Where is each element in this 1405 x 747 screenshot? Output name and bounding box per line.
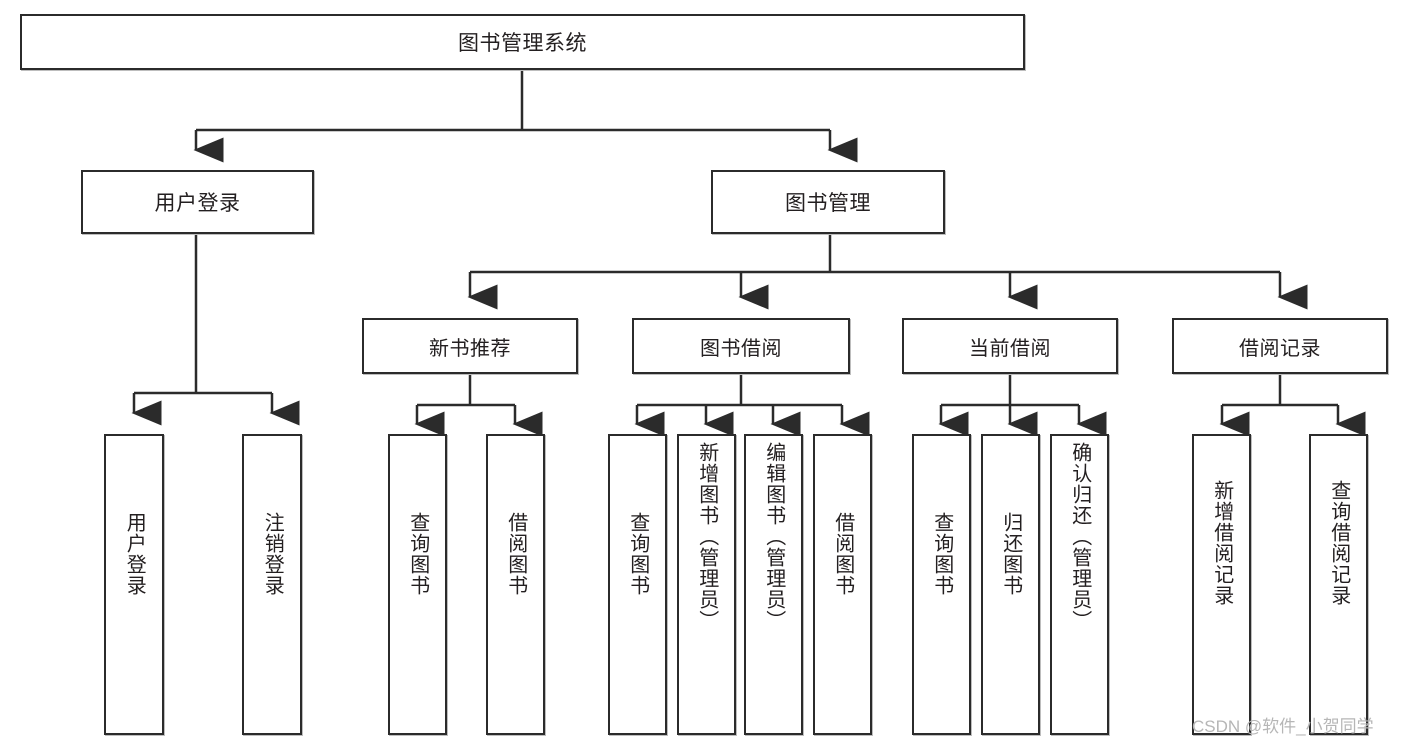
node-label: 查询图书: [406, 512, 429, 596]
node-label: 新增图书（管理员）: [695, 442, 718, 631]
node-label: 当前借阅: [969, 337, 1051, 360]
node-leaf-confirm-return-admin[interactable]: 确认归还（管理员）: [1050, 434, 1109, 735]
node-leaf-borrow-books-borrow[interactable]: 借阅图书: [813, 434, 872, 735]
node-label: 查询图书: [930, 512, 953, 596]
node-label: 借阅记录: [1239, 337, 1321, 360]
node-label: 注销登录: [261, 512, 284, 596]
node-label: 新增借阅记录: [1210, 480, 1233, 606]
node-label: 借阅图书: [831, 512, 854, 596]
node-label: 借阅图书: [504, 512, 527, 596]
node-borrowing-record[interactable]: 借阅记录: [1172, 318, 1388, 374]
node-leaf-borrow-books-newbook[interactable]: 借阅图书: [486, 434, 545, 735]
node-book-borrowing[interactable]: 图书借阅: [632, 318, 850, 374]
node-leaf-logout[interactable]: 注销登录: [242, 434, 302, 735]
node-user-login[interactable]: 用户登录: [81, 170, 314, 234]
node-label: 查询借阅记录: [1327, 480, 1350, 606]
node-leaf-return-books[interactable]: 归还图书: [981, 434, 1040, 735]
node-leaf-query-books-borrow[interactable]: 查询图书: [608, 434, 667, 735]
node-label: 查询图书: [626, 512, 649, 596]
node-label: 确认归还（管理员）: [1068, 442, 1091, 631]
node-leaf-query-books-current[interactable]: 查询图书: [912, 434, 971, 735]
node-label: 编辑图书（管理员）: [762, 442, 785, 631]
node-label: 图书管理: [785, 192, 871, 215]
node-book-management[interactable]: 图书管理: [711, 170, 945, 234]
node-label: 用户登录: [154, 192, 241, 215]
node-leaf-query-books-newbook[interactable]: 查询图书: [388, 434, 447, 735]
node-leaf-add-borrow-record[interactable]: 新增借阅记录: [1192, 434, 1251, 735]
node-leaf-edit-book-admin[interactable]: 编辑图书（管理员）: [744, 434, 803, 735]
node-label: 图书管理系统: [458, 32, 587, 55]
node-leaf-user-login[interactable]: 用户登录: [104, 434, 164, 735]
node-current-borrowing[interactable]: 当前借阅: [902, 318, 1118, 374]
node-book-management-system[interactable]: 图书管理系统: [20, 14, 1025, 70]
node-new-book-recommendation[interactable]: 新书推荐: [362, 318, 578, 374]
node-label: 用户登录: [123, 512, 146, 596]
node-label: 归还图书: [999, 512, 1022, 596]
node-leaf-query-borrow-record[interactable]: 查询借阅记录: [1309, 434, 1368, 735]
watermark: CSDN @软件_小贺同学: [1192, 717, 1374, 736]
node-leaf-add-book-admin[interactable]: 新增图书（管理员）: [677, 434, 736, 735]
node-label: 图书借阅: [700, 337, 782, 360]
node-label: 新书推荐: [429, 337, 511, 360]
